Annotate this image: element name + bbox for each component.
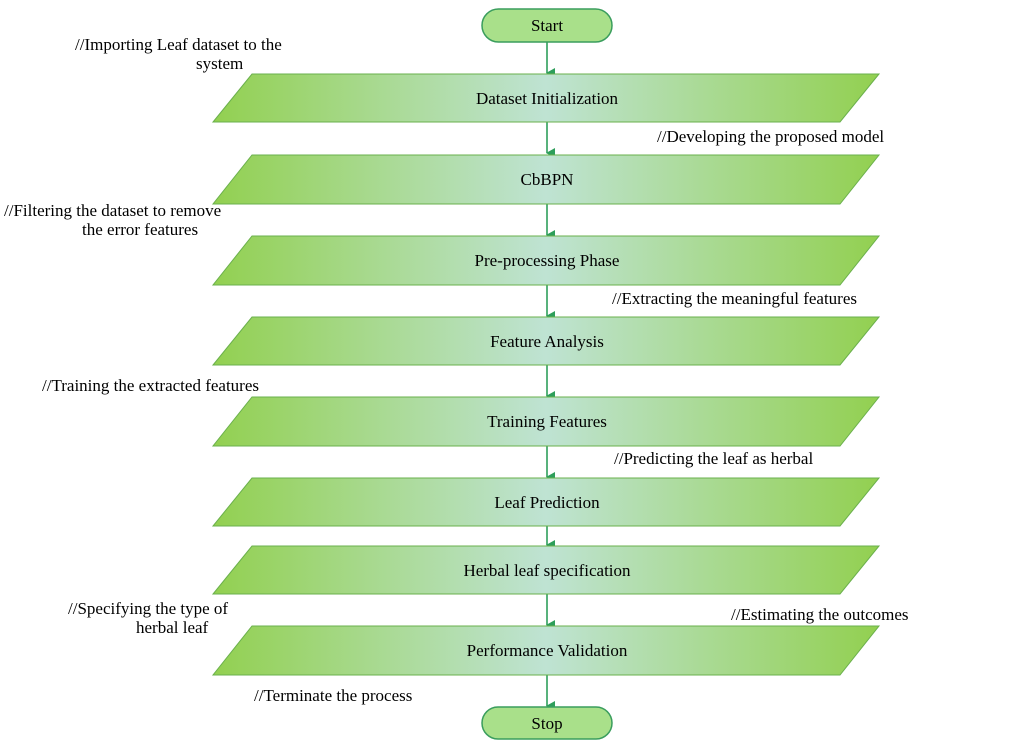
comment-filtering-cont: the error features xyxy=(82,220,198,239)
step-label: Performance Validation xyxy=(467,641,628,660)
comment-estimating: //Estimating the outcomes xyxy=(731,605,909,624)
start-label: Start xyxy=(531,16,563,35)
start-terminal: Start xyxy=(481,8,613,43)
step-label: Training Features xyxy=(487,412,607,431)
comment-extracting: //Extracting the meaningful features xyxy=(612,289,857,308)
step-pre-processing-phase: Pre-processing Phase xyxy=(211,235,881,286)
stop-terminal: Stop xyxy=(481,706,613,740)
comment-importing-cont: system xyxy=(196,54,243,73)
comment-importing: //Importing Leaf dataset to the xyxy=(75,35,282,54)
step-label: Pre-processing Phase xyxy=(475,251,620,270)
step-feature-analysis: Feature Analysis xyxy=(211,316,881,366)
step-leaf-prediction: Leaf Prediction xyxy=(211,477,881,527)
comment-terminate: //Terminate the process xyxy=(254,686,412,705)
comment-specifying: //Specifying the type of xyxy=(68,599,228,618)
step-label: Feature Analysis xyxy=(490,332,604,351)
step-label: Dataset Initialization xyxy=(476,89,619,108)
comment-predicting: //Predicting the leaf as herbal xyxy=(614,449,813,468)
step-label: CbBPN xyxy=(521,170,574,189)
comment-training: //Training the extracted features xyxy=(42,376,259,395)
step-herbal-leaf-specification: Herbal leaf specification xyxy=(211,545,881,595)
step-cbbpn: CbBPN xyxy=(211,154,881,205)
step-dataset-initialization: Dataset Initialization xyxy=(211,73,881,123)
step-label: Herbal leaf specification xyxy=(463,561,631,580)
step-label: Leaf Prediction xyxy=(494,493,600,512)
step-training-features: Training Features xyxy=(211,396,881,447)
comment-filtering: //Filtering the dataset to remove xyxy=(4,201,221,220)
step-performance-validation: Performance Validation xyxy=(211,625,881,676)
comment-developing: //Developing the proposed model xyxy=(657,127,884,146)
comment-specifying-cont: herbal leaf xyxy=(136,618,209,637)
stop-label: Stop xyxy=(531,714,562,733)
comments: //Importing Leaf dataset to the system /… xyxy=(4,35,909,705)
